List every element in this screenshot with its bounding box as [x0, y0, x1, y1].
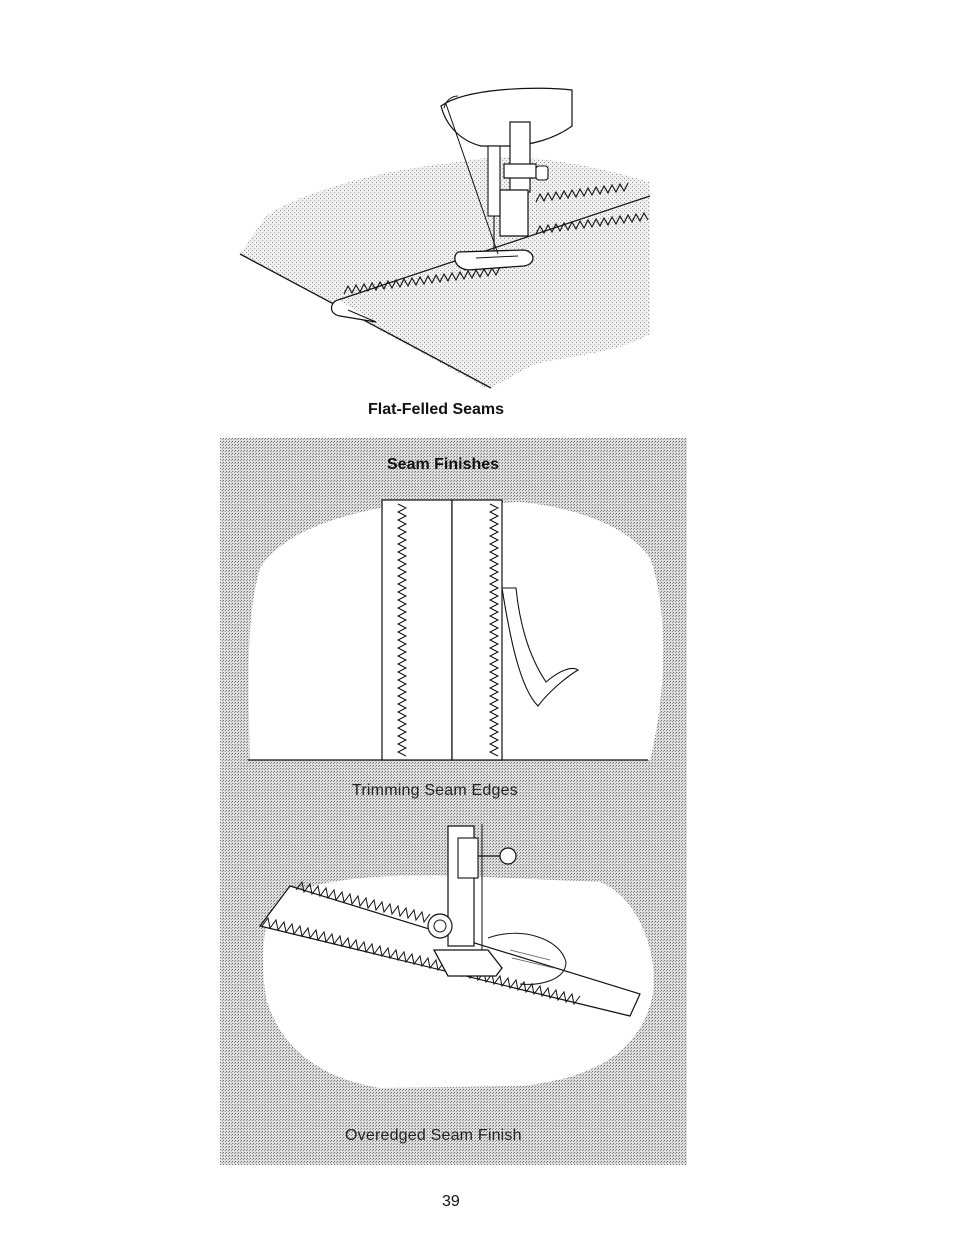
page-number: 39	[442, 1193, 460, 1211]
seam-finishes-panel	[220, 438, 687, 1165]
seam-finishes-heading: Seam Finishes	[387, 456, 499, 474]
flat-felled-seam-illustration	[236, 86, 656, 398]
trimming-seam-edges-caption: Trimming Seam Edges	[352, 782, 518, 800]
overedged-seam-finish-caption: Overedged Seam Finish	[345, 1127, 522, 1145]
flat-felled-seams-caption: Flat-Felled Seams	[368, 401, 504, 419]
